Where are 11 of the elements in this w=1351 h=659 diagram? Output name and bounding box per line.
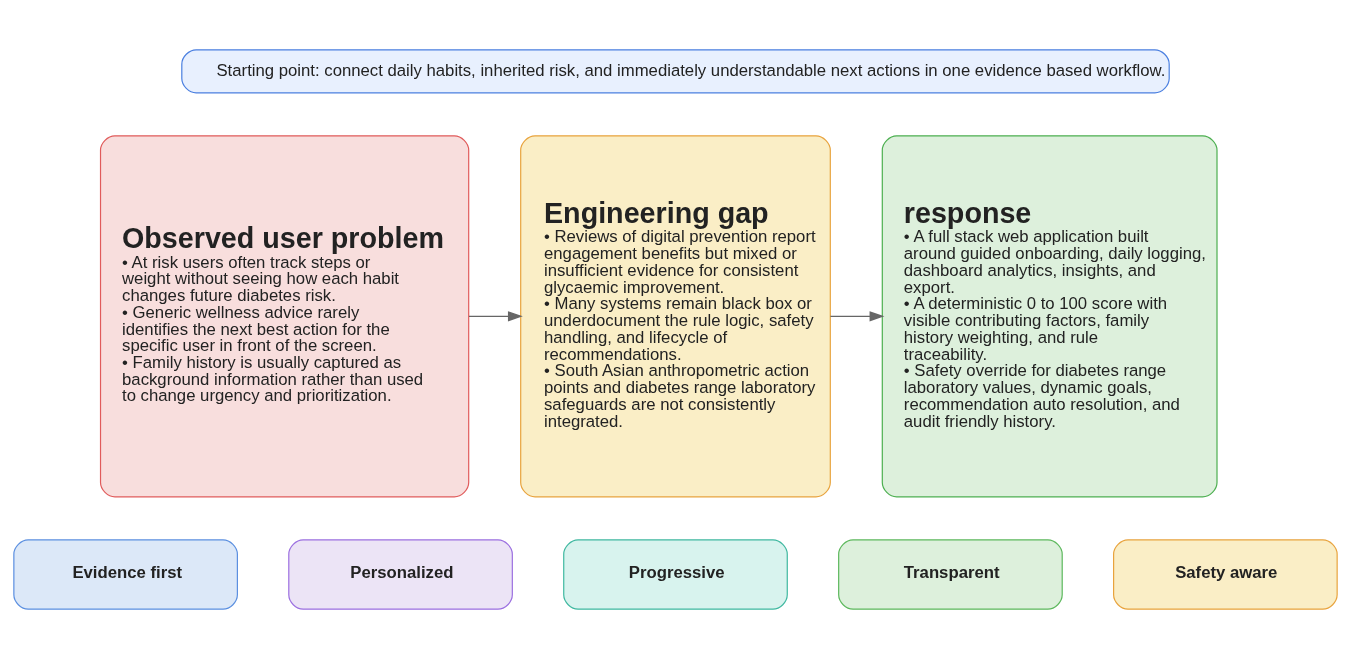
node-box: Transparent	[838, 539, 1063, 610]
node-box: Observed user problem • At risk users often track steps or weight without seeing how each habit changes future diabetes risk. • Generic wellness advice rarely identifies the next best action for the specific user in front of the screen. • Family history is usually captured as background information rather than used to change urgency and prioritization.	[99, 135, 470, 498]
node-box: Safety aware	[1113, 539, 1338, 610]
arrow	[468, 311, 523, 322]
node-box: Engineering gap • Reviews of digital prevention report engagement benefits but mixed or insufficient evidence for consistent glycaemic improvement. • Many systems remain black box or underdocument the rule logic, safety handling, and lifecycle of recommendations. • South Asian anthropometric action points and diabetes range laboratory safeguards are not consistently integrated.	[520, 135, 831, 498]
node-box: Progressive	[563, 539, 788, 610]
node-box: Starting point: connect daily habits, inherited risk, and immediately understandable next actions in one evidence based workflow.	[181, 49, 1170, 94]
node-box: Personalized	[288, 539, 513, 610]
arrow	[829, 311, 885, 322]
node-box: Evidence first	[13, 539, 238, 610]
node-box: response • A full stack web application built around guided onboarding, daily logging, dashboard analytics, insights, and export. • A deterministic 0 to 100 score with visible contributing factors, family history weighting, and rule traceability. • Safety override for diabetes range laboratory values, dynamic goals, recommendation auto resolution, and audit friendly history.	[881, 135, 1218, 498]
